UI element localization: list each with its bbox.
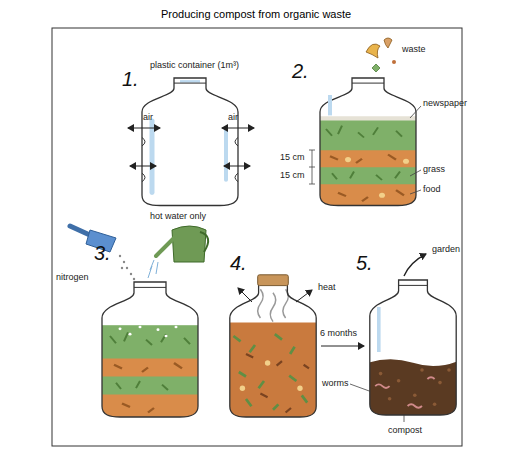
compost-jar: [368, 280, 458, 420]
callout-label: worms: [322, 378, 349, 389]
callout-label: nitrogen: [56, 272, 89, 283]
callout-label: air: [143, 112, 153, 123]
watered-jar: [100, 282, 200, 422]
step-number: 4.: [230, 252, 247, 274]
callout-label: food: [423, 184, 441, 195]
layered-jar: [318, 78, 418, 210]
callout-label: heat: [318, 282, 336, 293]
callout-label: compost: [388, 425, 422, 436]
heat-arrows: [238, 288, 364, 346]
callout-label: waste: [402, 44, 426, 55]
frame: [52, 28, 462, 446]
time-arrow: [321, 346, 364, 347]
empty-jar: [142, 78, 238, 206]
step-number: 3.: [94, 242, 111, 264]
diagram-title: Producing compost from organic waste: [161, 8, 351, 20]
callout-label: 6 months: [320, 328, 357, 339]
watering-can: [148, 226, 208, 278]
step-number: 1.: [122, 68, 139, 90]
garden-arrow: [404, 254, 426, 276]
callout-label: plastic container (1m³): [150, 60, 239, 71]
heating-jar: [228, 275, 318, 422]
callout-label: 15 cm: [280, 152, 305, 163]
air-arrows: [128, 128, 254, 166]
callout-label: garden: [432, 244, 460, 255]
step-number: 5.: [356, 252, 373, 274]
callout-label: 15 cm: [280, 170, 305, 181]
step-number: 2.: [292, 60, 309, 82]
callout-label: air: [228, 112, 238, 123]
callout-label: newspaper: [423, 98, 467, 109]
callout-label: hot water only: [150, 211, 206, 222]
callout-label: grass: [423, 164, 445, 175]
waste-items: [366, 38, 396, 72]
